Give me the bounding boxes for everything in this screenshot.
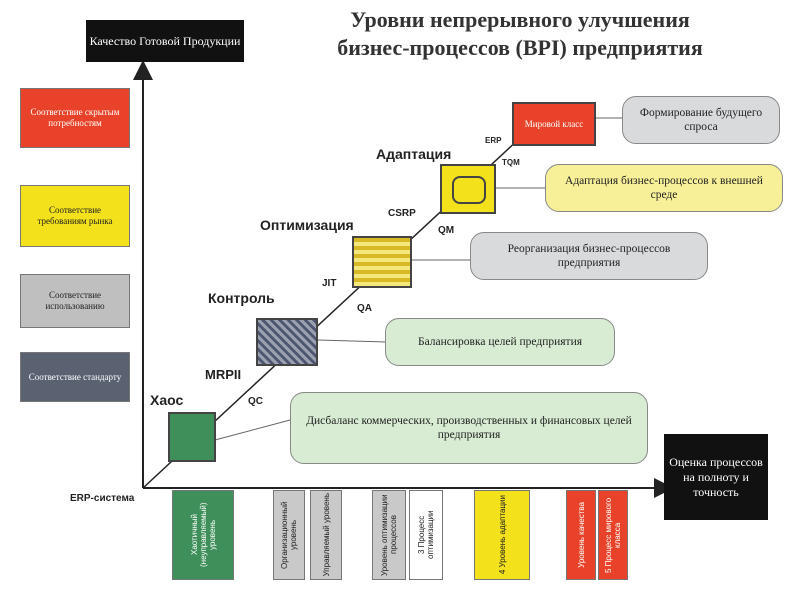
stage-control-label: Контроль: [208, 290, 275, 306]
callout-adaptation: Адаптация бизнес-процессов к внешней сре…: [545, 164, 783, 212]
stage-optimization-label: Оптимизация: [260, 217, 354, 233]
callout-chaos: Дисбаланс коммерческих, производственных…: [290, 392, 648, 464]
bottom-bar-world-class-text: 5 Процесс мирового класса: [604, 497, 622, 573]
pointer-chaos: [214, 419, 291, 441]
bottom-bar-adaptation-text: 4 Уровень адаптации: [497, 495, 507, 575]
y-level-standard: Соответствие стандарту: [20, 352, 130, 402]
bottom-bar-managed-text: Управляемый уровень: [321, 493, 331, 577]
method-mrpii: MRPII: [205, 367, 242, 382]
bottom-bar-process-opt-text: Уровень оптимизации процессов: [380, 494, 398, 576]
method-csrp: CSRP: [388, 208, 416, 219]
method-qa: QA: [357, 303, 372, 314]
callout-optimization: Реорганизация бизнес-процессов предприят…: [470, 232, 708, 280]
bottom-bar-quality-text: Уровень качества: [576, 502, 586, 568]
stage-adaptation-label: Адаптация: [376, 146, 452, 162]
bottom-bar-chaotic: Хаотичный (неуправляемый) уровень: [172, 490, 234, 580]
method-qm: QM: [438, 225, 455, 236]
bottom-bar-world-class: 5 Процесс мирового класса: [598, 490, 628, 580]
stage-control-box: [256, 318, 318, 366]
pointer-control: [317, 339, 386, 343]
bottom-bar-chaotic-text: Хаотичный (неуправляемый) уровень: [189, 502, 217, 568]
x-axis-label: Оценка процессов на полноту и точность: [664, 434, 768, 520]
method-qc: QC: [248, 396, 263, 407]
bottom-bar-organizational-text: Организационный уровень: [280, 501, 298, 569]
method-tqm: TQM: [502, 158, 520, 167]
y-axis-label: Качество Готовой Продукции: [86, 20, 244, 62]
bottom-bar-opt-process-text: 3 Процесс оптимизации: [417, 510, 435, 560]
callout-control: Балансировка целей предприятия: [385, 318, 615, 366]
diagram-title: Уровни непрерывного улучшения бизнес-про…: [250, 6, 790, 62]
title-line-1: Уровни непрерывного улучшения: [350, 7, 690, 32]
erp-system-label: ERP-система: [70, 493, 135, 504]
bottom-bar-process-opt: Уровень оптимизации процессов: [372, 490, 406, 580]
stage-world-class-box: Мировой класс: [512, 102, 596, 146]
stage-optimization-box: [352, 236, 412, 288]
bottom-bar-quality: Уровень качества: [566, 490, 596, 580]
method-jit: JIT: [322, 278, 337, 289]
y-level-usage: Соответствие использованию: [20, 274, 130, 328]
y-level-market: Соответствие требованиям рынка: [20, 185, 130, 247]
y-level-hidden-needs: Соответствие скрытым потребностям: [20, 88, 130, 148]
title-line-2: бизнес-процессов (BPI) предприятия: [337, 35, 703, 60]
bottom-bar-managed: Управляемый уровень: [310, 490, 342, 580]
callout-world-class: Формирование будущего спроса: [622, 96, 780, 144]
cycle-icon: [452, 176, 486, 204]
stage-adaptation-box: [440, 164, 496, 214]
bottom-bar-organizational: Организационный уровень: [273, 490, 305, 580]
bottom-bar-opt-process: 3 Процесс оптимизации: [409, 490, 443, 580]
stage-chaos-label: Хаос: [150, 392, 184, 408]
method-erp: ERP: [485, 136, 502, 145]
stage-chaos-box: [168, 412, 216, 462]
bottom-bar-adaptation: 4 Уровень адаптации: [474, 490, 530, 580]
